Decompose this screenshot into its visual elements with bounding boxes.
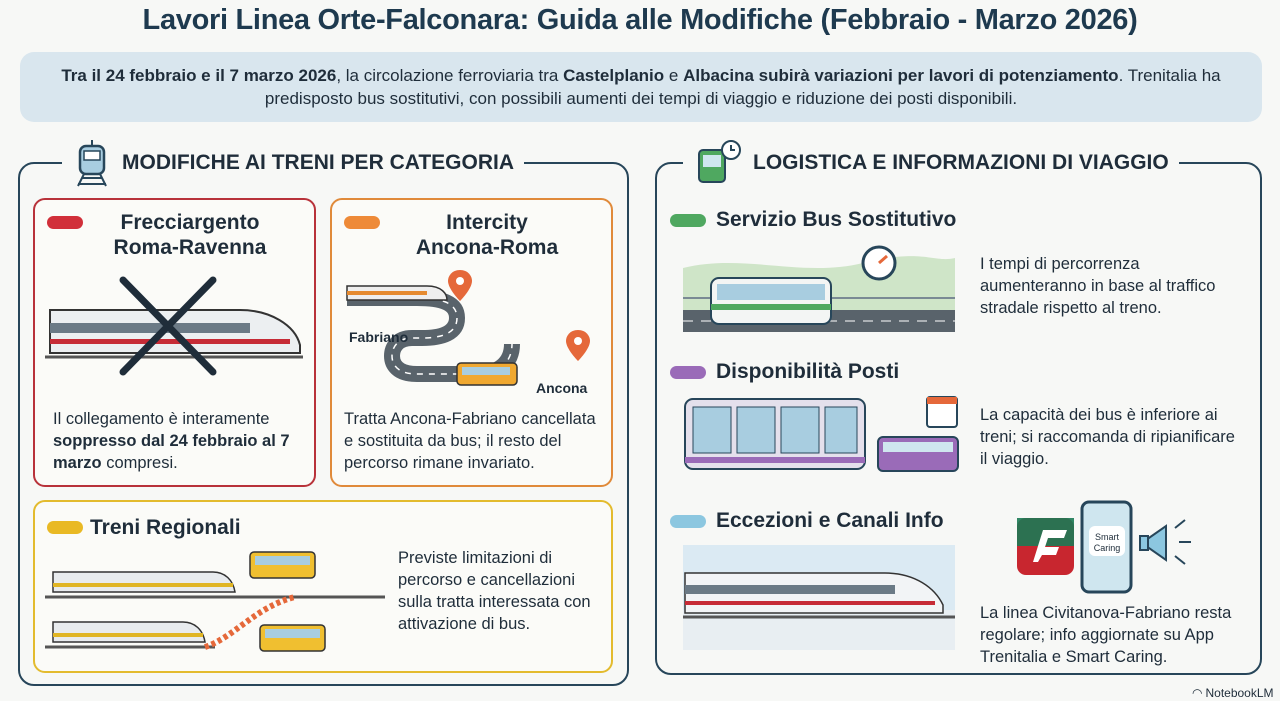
section-title: Disponibilità Posti [716,360,900,383]
section-info-title: Eccezioni e Canali Info [670,509,944,533]
heading-text: LOGISTICA E INFORMAZIONI DI VIAGGIO [753,151,1169,174]
footer-brand: ◠NotebookLM [1192,686,1274,700]
section-bus-text: I tempi di percorrenza aumenteranno in b… [980,255,1216,317]
notebooklm-logo-icon: ◠ [1192,686,1203,700]
text: Il collegamento è interamente [53,410,270,428]
section-title: Eccezioni e Canali Info [716,509,944,532]
intro-text: e [664,66,684,85]
orange-pill-icon [344,216,380,229]
card-text: Il collegamento è interamente soppresso … [53,408,313,474]
section-title: Servizio Bus Sostitutivo [716,208,957,231]
card-title-line: Intercity [446,211,528,234]
yellow-pill-icon [47,521,83,534]
regular-train-illustration [683,545,955,650]
text: compresi. [101,454,178,472]
card-title-line: Frecciargento [120,211,260,234]
green-pill-icon [670,213,706,227]
train-icon [77,140,107,187]
station-label-ancona: Ancona [536,380,588,396]
bus-clock-icon [698,140,741,183]
card-title-line: Roma-Ravenna [113,236,267,259]
station-label-fabriano: Fabriano [349,329,409,345]
section-bus-title: Servizio Bus Sostitutivo [670,208,956,232]
label-line: Smart [1094,532,1119,542]
trenitalia-app-icon [1017,518,1074,575]
intro-bold: Albacina subirà variazioni per lavori di… [683,66,1119,85]
heading-text: MODIFICHE AI TRENI PER CATEGORIA [122,151,515,174]
card-title-line: Ancona-Roma [415,236,559,259]
section-posti-title: Disponibilità Posti [670,360,899,384]
brand-text: NotebookLM [1205,686,1274,700]
intro-bold: Tra il 24 febbraio e il 7 marzo 2026 [61,66,337,85]
label-line: Caring [1093,543,1121,553]
intro-bold: Castelplanio [563,66,665,85]
cancelled-train-illustration [45,276,303,376]
regional-trains-illustration [45,551,385,652]
bold-text: soppresso dal 24 febbraio al 7 marzo [53,432,290,472]
red-pill-icon [47,216,83,229]
intro-text: . Trenitalia ha predisposto bus sostitut… [264,66,1221,108]
section-info-text: La linea Civitanova-Fabriano resta regol… [980,604,1232,666]
logistics-heading: LOGISTICA E INFORMAZIONI DI VIAGGIO [683,138,1179,188]
purple-pill-icon [670,365,706,379]
lightblue-pill-icon [670,514,706,528]
card-regionali: Treni Regionali Previste limitazioni di … [33,500,613,673]
route-illustration [346,270,590,386]
card-title: Treni Regionali [90,516,241,539]
intro-box: Tra il 24 febbraio e il 7 marzo 2026, la… [20,52,1262,122]
page-title: Lavori Linea Orte-Falconara: Guida alle … [142,4,1138,36]
train-changes-heading: MODIFICHE AI TRENI PER CATEGORIA [62,138,525,188]
card-text: Previste limitazioni di percorso e cance… [398,549,591,633]
intro-text: , la circolazione ferroviaria tra [336,66,564,85]
replacement-bus-illustration [683,245,955,332]
crowded-train-illustration [684,396,959,472]
info-channels-icons [1017,500,1191,594]
section-posti-text: La capacità dei bus è inferiore ai treni… [980,406,1235,468]
card-text: Tratta Ancona-Fabriano cancellata e sost… [344,410,596,472]
